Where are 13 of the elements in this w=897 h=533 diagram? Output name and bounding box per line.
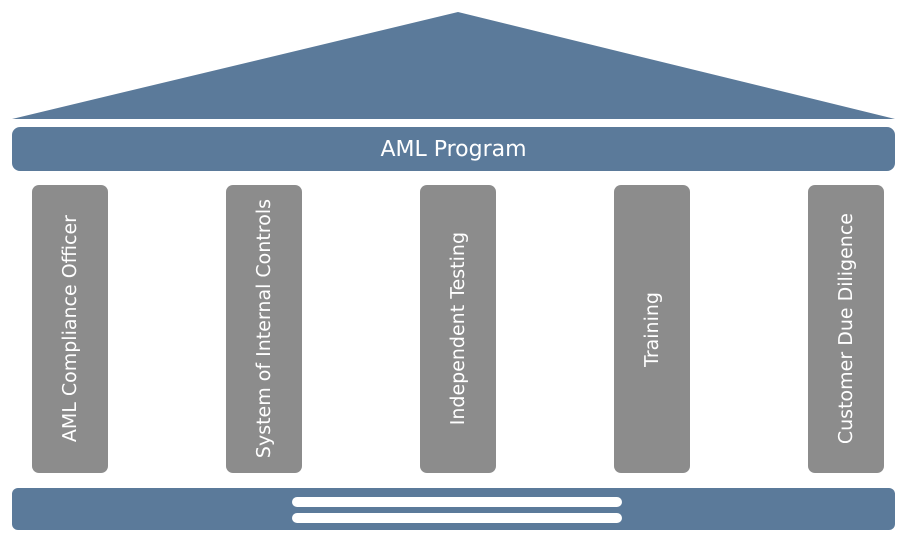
pillar-label: Training <box>641 292 663 366</box>
pillar-label: System of Internal Controls <box>253 199 275 459</box>
roof-triangle <box>12 12 895 119</box>
pillar <box>32 185 108 473</box>
pillar-label: Customer Due Diligence <box>835 213 857 445</box>
pillar <box>614 185 690 473</box>
band-title: AML Program <box>380 136 527 162</box>
pillar <box>808 185 884 473</box>
pillar-label: Independent Testing <box>447 232 469 426</box>
program-band <box>12 127 895 171</box>
pillar <box>226 185 302 473</box>
pillar-label: AML Compliance Officer <box>59 215 81 443</box>
pillar <box>420 185 496 473</box>
